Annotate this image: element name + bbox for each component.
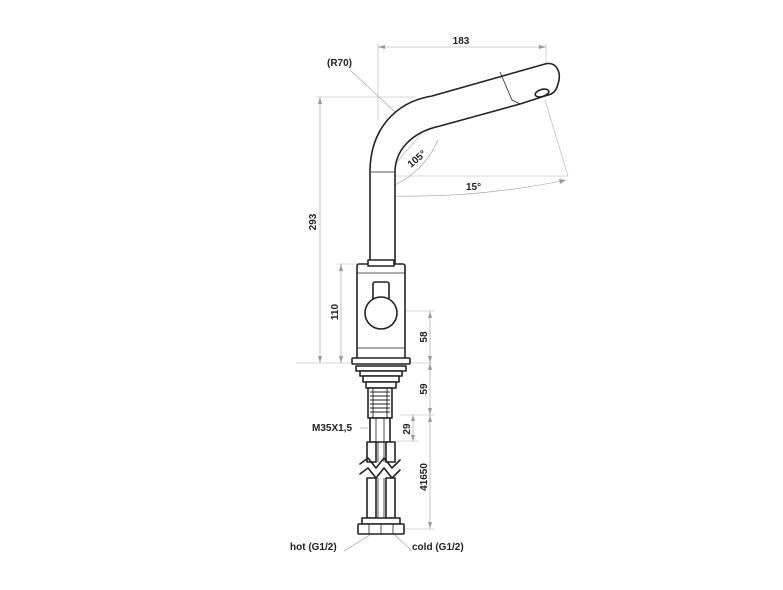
dim-total-height: 293 <box>308 213 319 230</box>
mounting-shank <box>355 365 407 443</box>
dim-radius: (R70) <box>327 58 352 69</box>
faucet-body <box>351 259 411 365</box>
dim-hose-length: 41650 <box>419 463 430 491</box>
dim-reach: 183 <box>453 36 470 47</box>
spout <box>369 62 561 265</box>
dim-thread-length: 29 <box>402 423 413 435</box>
dim-body-height: 110 <box>330 303 341 320</box>
label-thread: M35X1,5 <box>312 423 352 434</box>
label-hot-connection: hot (G1/2) <box>290 542 337 553</box>
dim-handle-height: 58 <box>419 331 430 343</box>
dim-spout-angle: 105° <box>406 149 429 171</box>
label-cold-connection: cold (G1/2) <box>412 542 464 553</box>
flexible-hoses <box>357 441 405 535</box>
dim-tilt-angle: 15° <box>466 182 481 193</box>
dim-shank-length: 59 <box>419 383 430 395</box>
